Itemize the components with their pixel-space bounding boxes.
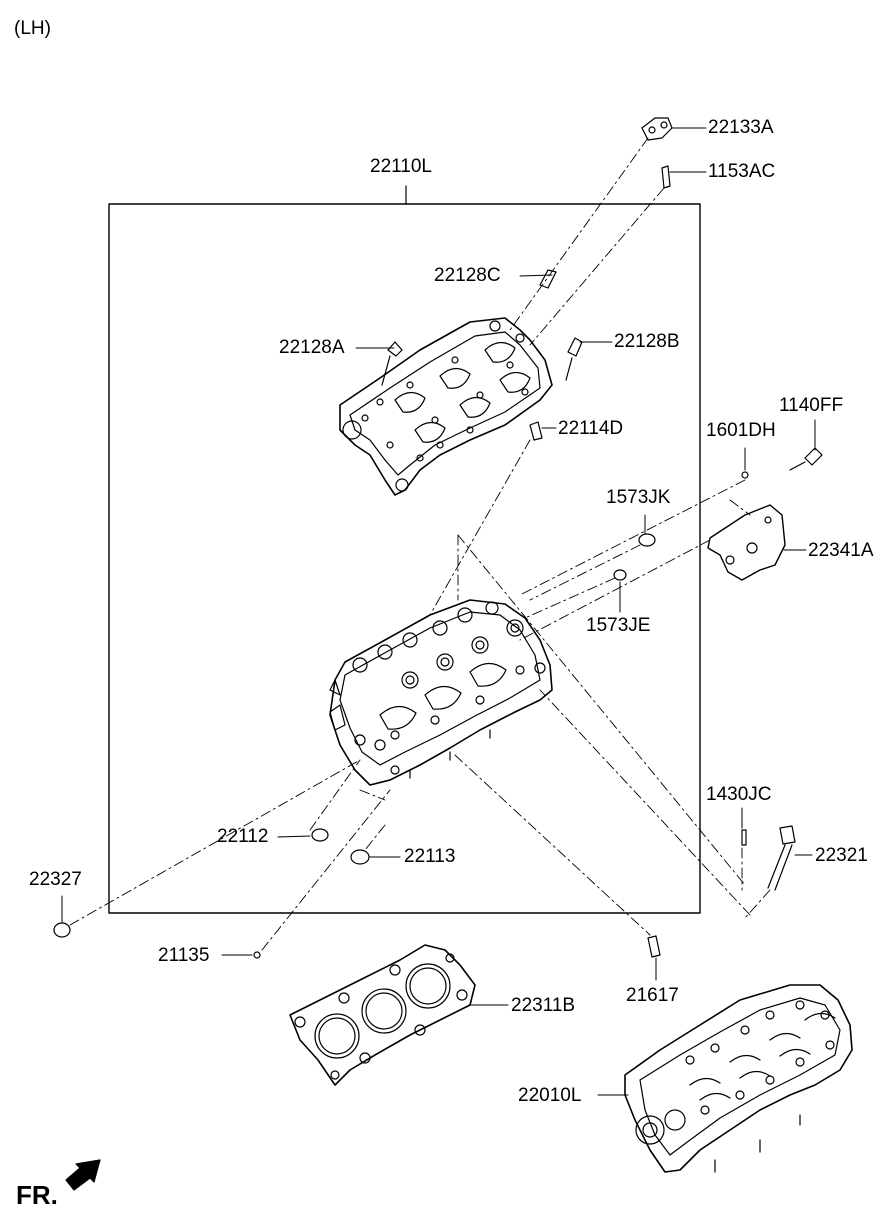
- part-label-22110L[interactable]: 22110L: [370, 156, 432, 177]
- part-label-22113[interactable]: 22113: [404, 846, 456, 867]
- part-label-22114D[interactable]: 22114D: [558, 418, 624, 439]
- assembly-lines: [69, 137, 771, 951]
- part-label-1573JE[interactable]: 1573JE: [586, 615, 651, 636]
- part-label-22128B[interactable]: 22128B: [614, 331, 680, 352]
- part-label-22321[interactable]: 22321: [815, 845, 868, 866]
- part-label-22128C[interactable]: 22128C: [434, 265, 501, 286]
- camshaft-carrier-illustration: [339, 317, 553, 496]
- part-label-1601DH[interactable]: 1601DH: [706, 420, 776, 441]
- part-label-22112[interactable]: 22112: [217, 826, 269, 847]
- part-label-22327[interactable]: 22327: [29, 869, 82, 890]
- part-label-21617[interactable]: 21617: [626, 985, 679, 1006]
- head-gasket-illustration: [289, 944, 476, 1086]
- cylinder-head-assembly-illustration: [624, 984, 853, 1173]
- part-label-1153AC[interactable]: 1153AC: [708, 161, 776, 182]
- front-label: FR.: [16, 1180, 58, 1210]
- part-label-1140FF[interactable]: 1140FF: [779, 395, 844, 416]
- part-label-22010L[interactable]: 22010L: [518, 1085, 582, 1106]
- part-label-22311B[interactable]: 22311B: [511, 995, 576, 1016]
- part-label-1573JK[interactable]: 1573JK: [606, 487, 671, 508]
- assembly-box: [108, 203, 701, 914]
- part-label-1430JC[interactable]: 1430JC: [706, 784, 772, 805]
- front-arrow-icon: [65, 1159, 101, 1191]
- part-label-22133A[interactable]: 22133A: [708, 117, 774, 138]
- part-label-22341A[interactable]: 22341A: [808, 540, 874, 561]
- small-parts: [53, 117, 823, 959]
- side-label: (LH): [14, 18, 51, 39]
- part-label-21135[interactable]: 21135: [158, 945, 210, 966]
- cylinder-head-illustration: [329, 599, 553, 786]
- part-label-22128A[interactable]: 22128A: [279, 337, 345, 358]
- bracket-illustration: [707, 504, 786, 581]
